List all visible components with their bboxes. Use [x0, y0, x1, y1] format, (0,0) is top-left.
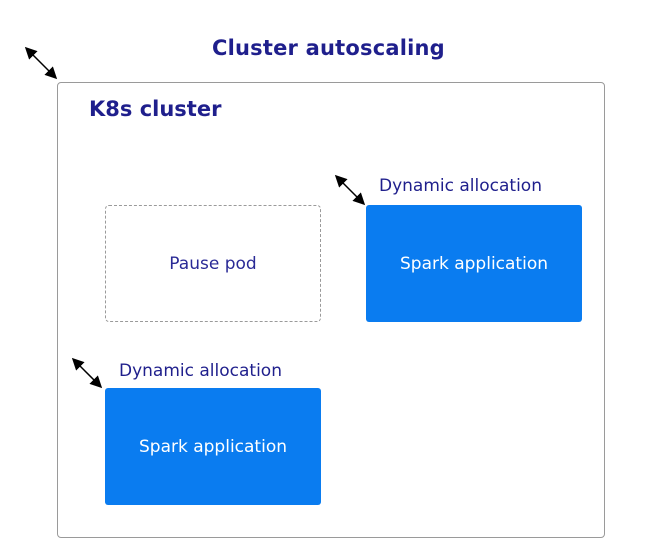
dynamic-allocation-label: Dynamic allocation [379, 176, 542, 196]
resize-arrow-icon [71, 357, 103, 389]
dynamic-allocation-label: Dynamic allocation [119, 361, 282, 381]
pause-pod: Pause pod [105, 205, 321, 322]
k8s-cluster-container [57, 82, 605, 538]
spark-application-label: Spark application [138, 436, 287, 457]
diagram-title: Cluster autoscaling [212, 36, 445, 60]
spark-application: Spark application [105, 388, 321, 505]
cluster-title: K8s cluster [89, 97, 222, 121]
resize-arrow-icon [24, 46, 58, 80]
spark-application-label: Spark application [399, 253, 548, 274]
pause-pod-label: Pause pod [169, 253, 257, 274]
spark-application: Spark application [366, 205, 582, 322]
resize-arrow-icon [334, 174, 366, 206]
